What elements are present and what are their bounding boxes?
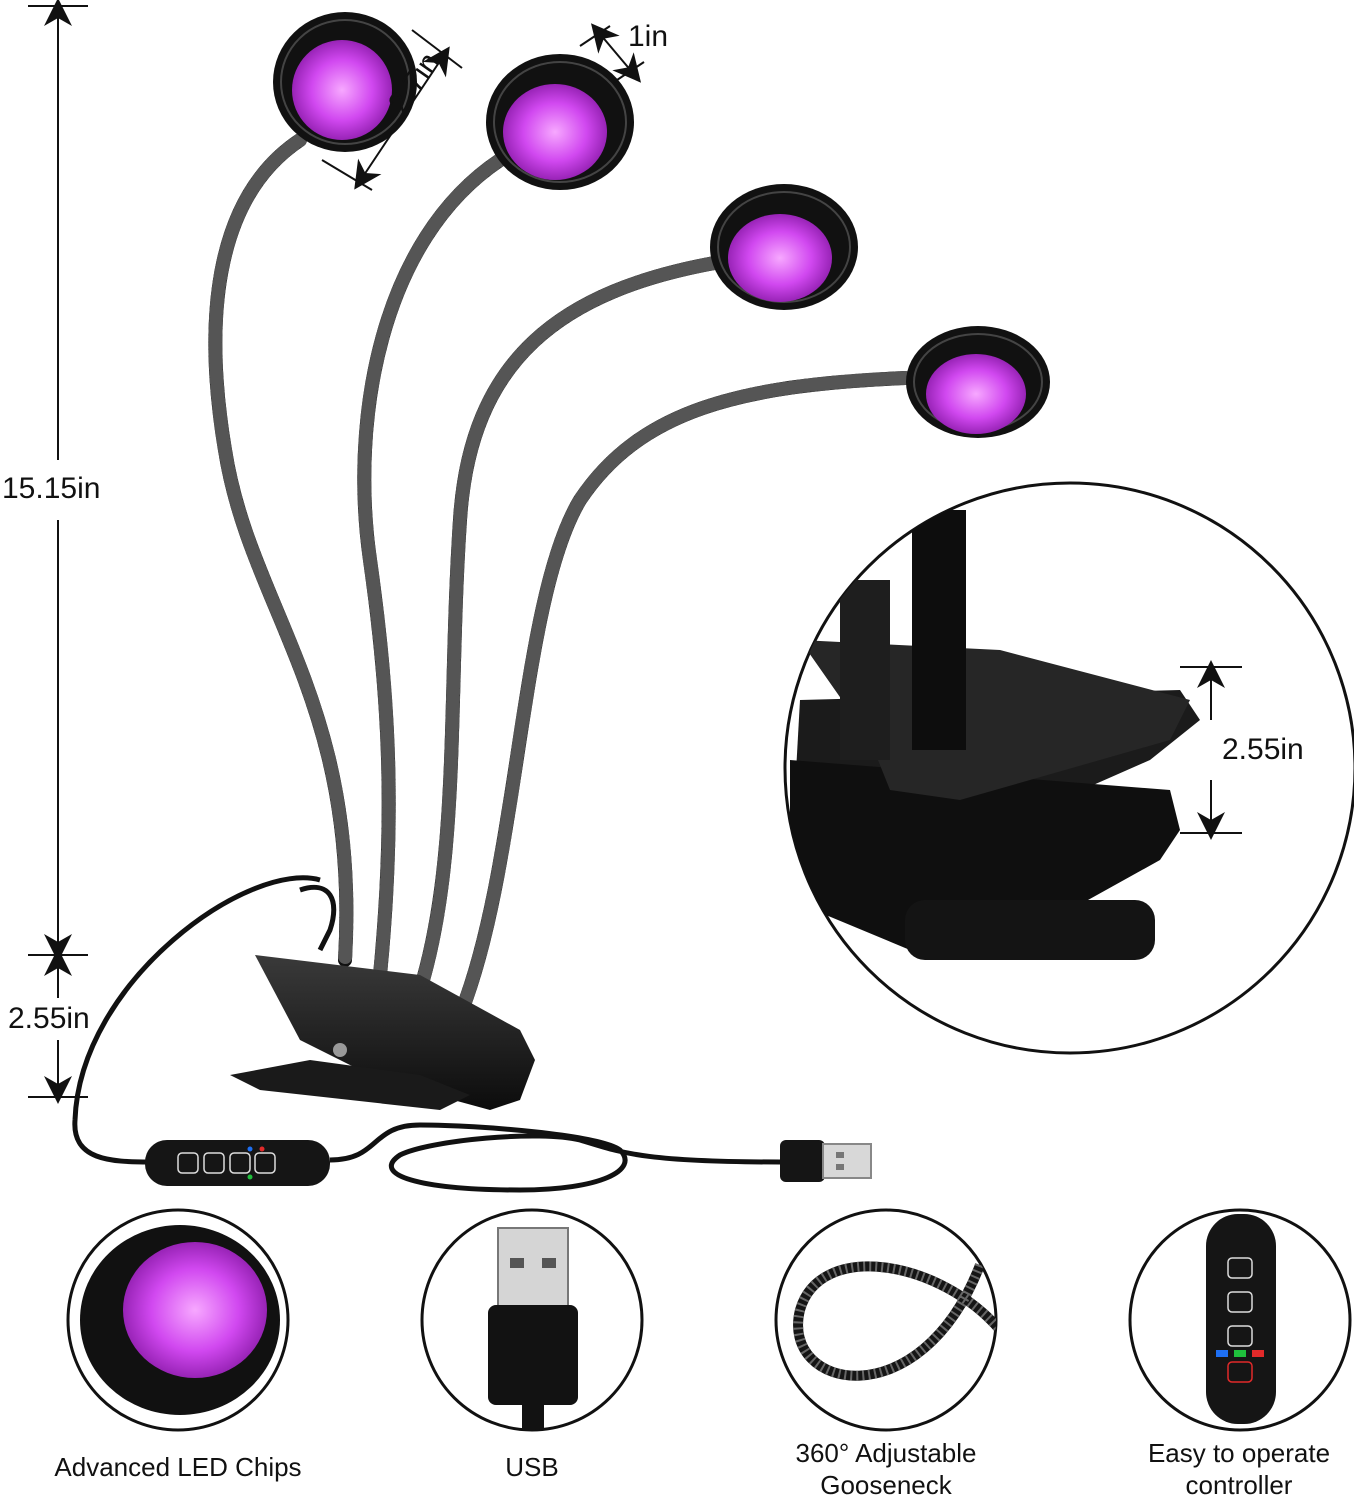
feature-controller-circle (1128, 1208, 1352, 1432)
gooseneck-arms (208, 133, 912, 1017)
lamp-head-3 (710, 184, 858, 310)
clip-closeup (783, 481, 1354, 1055)
label-height-clip: 2.55in (8, 1002, 90, 1035)
feature-led-chips-circle (66, 1208, 290, 1432)
clip-base (230, 884, 535, 1110)
lamp-head-2 (486, 54, 634, 190)
feature-usb-circle (420, 1208, 644, 1432)
dimension-head-thickness (579, 23, 645, 83)
feature-gooseneck-circle (774, 1208, 998, 1432)
lamp-head-4 (906, 326, 1050, 438)
caption-usb: USB (505, 1452, 559, 1482)
caption-controller-line1: Easy to operate (1147, 1438, 1331, 1468)
caption-controller-line2: controller (1185, 1470, 1293, 1500)
inline-controller (145, 1140, 330, 1186)
label-clip-opening: 2.55in (1222, 733, 1304, 766)
caption-gooseneck-line2: Gooseneck (820, 1470, 952, 1500)
usb-cable (72, 875, 781, 1193)
dimension-height-total (28, 0, 88, 962)
caption-gooseneck-line1: 360° Adjustable (795, 1438, 977, 1468)
dimension-head-diameter (321, 29, 463, 191)
caption-led-chips: Advanced LED Chips (54, 1452, 302, 1482)
label-height-total: 15.15in (2, 472, 101, 505)
label-head-thickness: 1in (628, 20, 669, 53)
usb-plug (780, 1140, 872, 1182)
